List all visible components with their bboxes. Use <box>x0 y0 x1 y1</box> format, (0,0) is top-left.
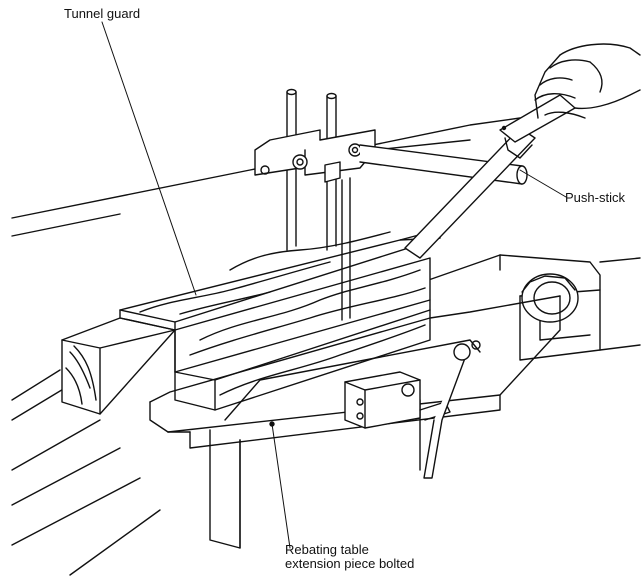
label-push-stick: Push-stick <box>565 190 625 205</box>
leader-push-stick <box>519 169 567 198</box>
label-rebating-table: Rebating table extension piece bolted <box>285 543 414 571</box>
leader-tunnel-guard <box>101 21 197 296</box>
machine-bed <box>399 254 641 361</box>
label-rebating-line2: extension piece bolted <box>285 556 415 571</box>
label-rebating-line1: Rebating table <box>285 542 369 557</box>
guard-rods <box>254 88 376 321</box>
wood-block-left <box>61 317 176 415</box>
push-stick-group <box>404 43 641 259</box>
leader-rebating <box>271 423 291 549</box>
rebating-table <box>149 295 561 549</box>
clamp-block <box>344 340 481 479</box>
leader-lines <box>101 21 567 549</box>
workpiece <box>174 257 431 411</box>
label-tunnel-guard: Tunnel guard <box>64 6 141 21</box>
